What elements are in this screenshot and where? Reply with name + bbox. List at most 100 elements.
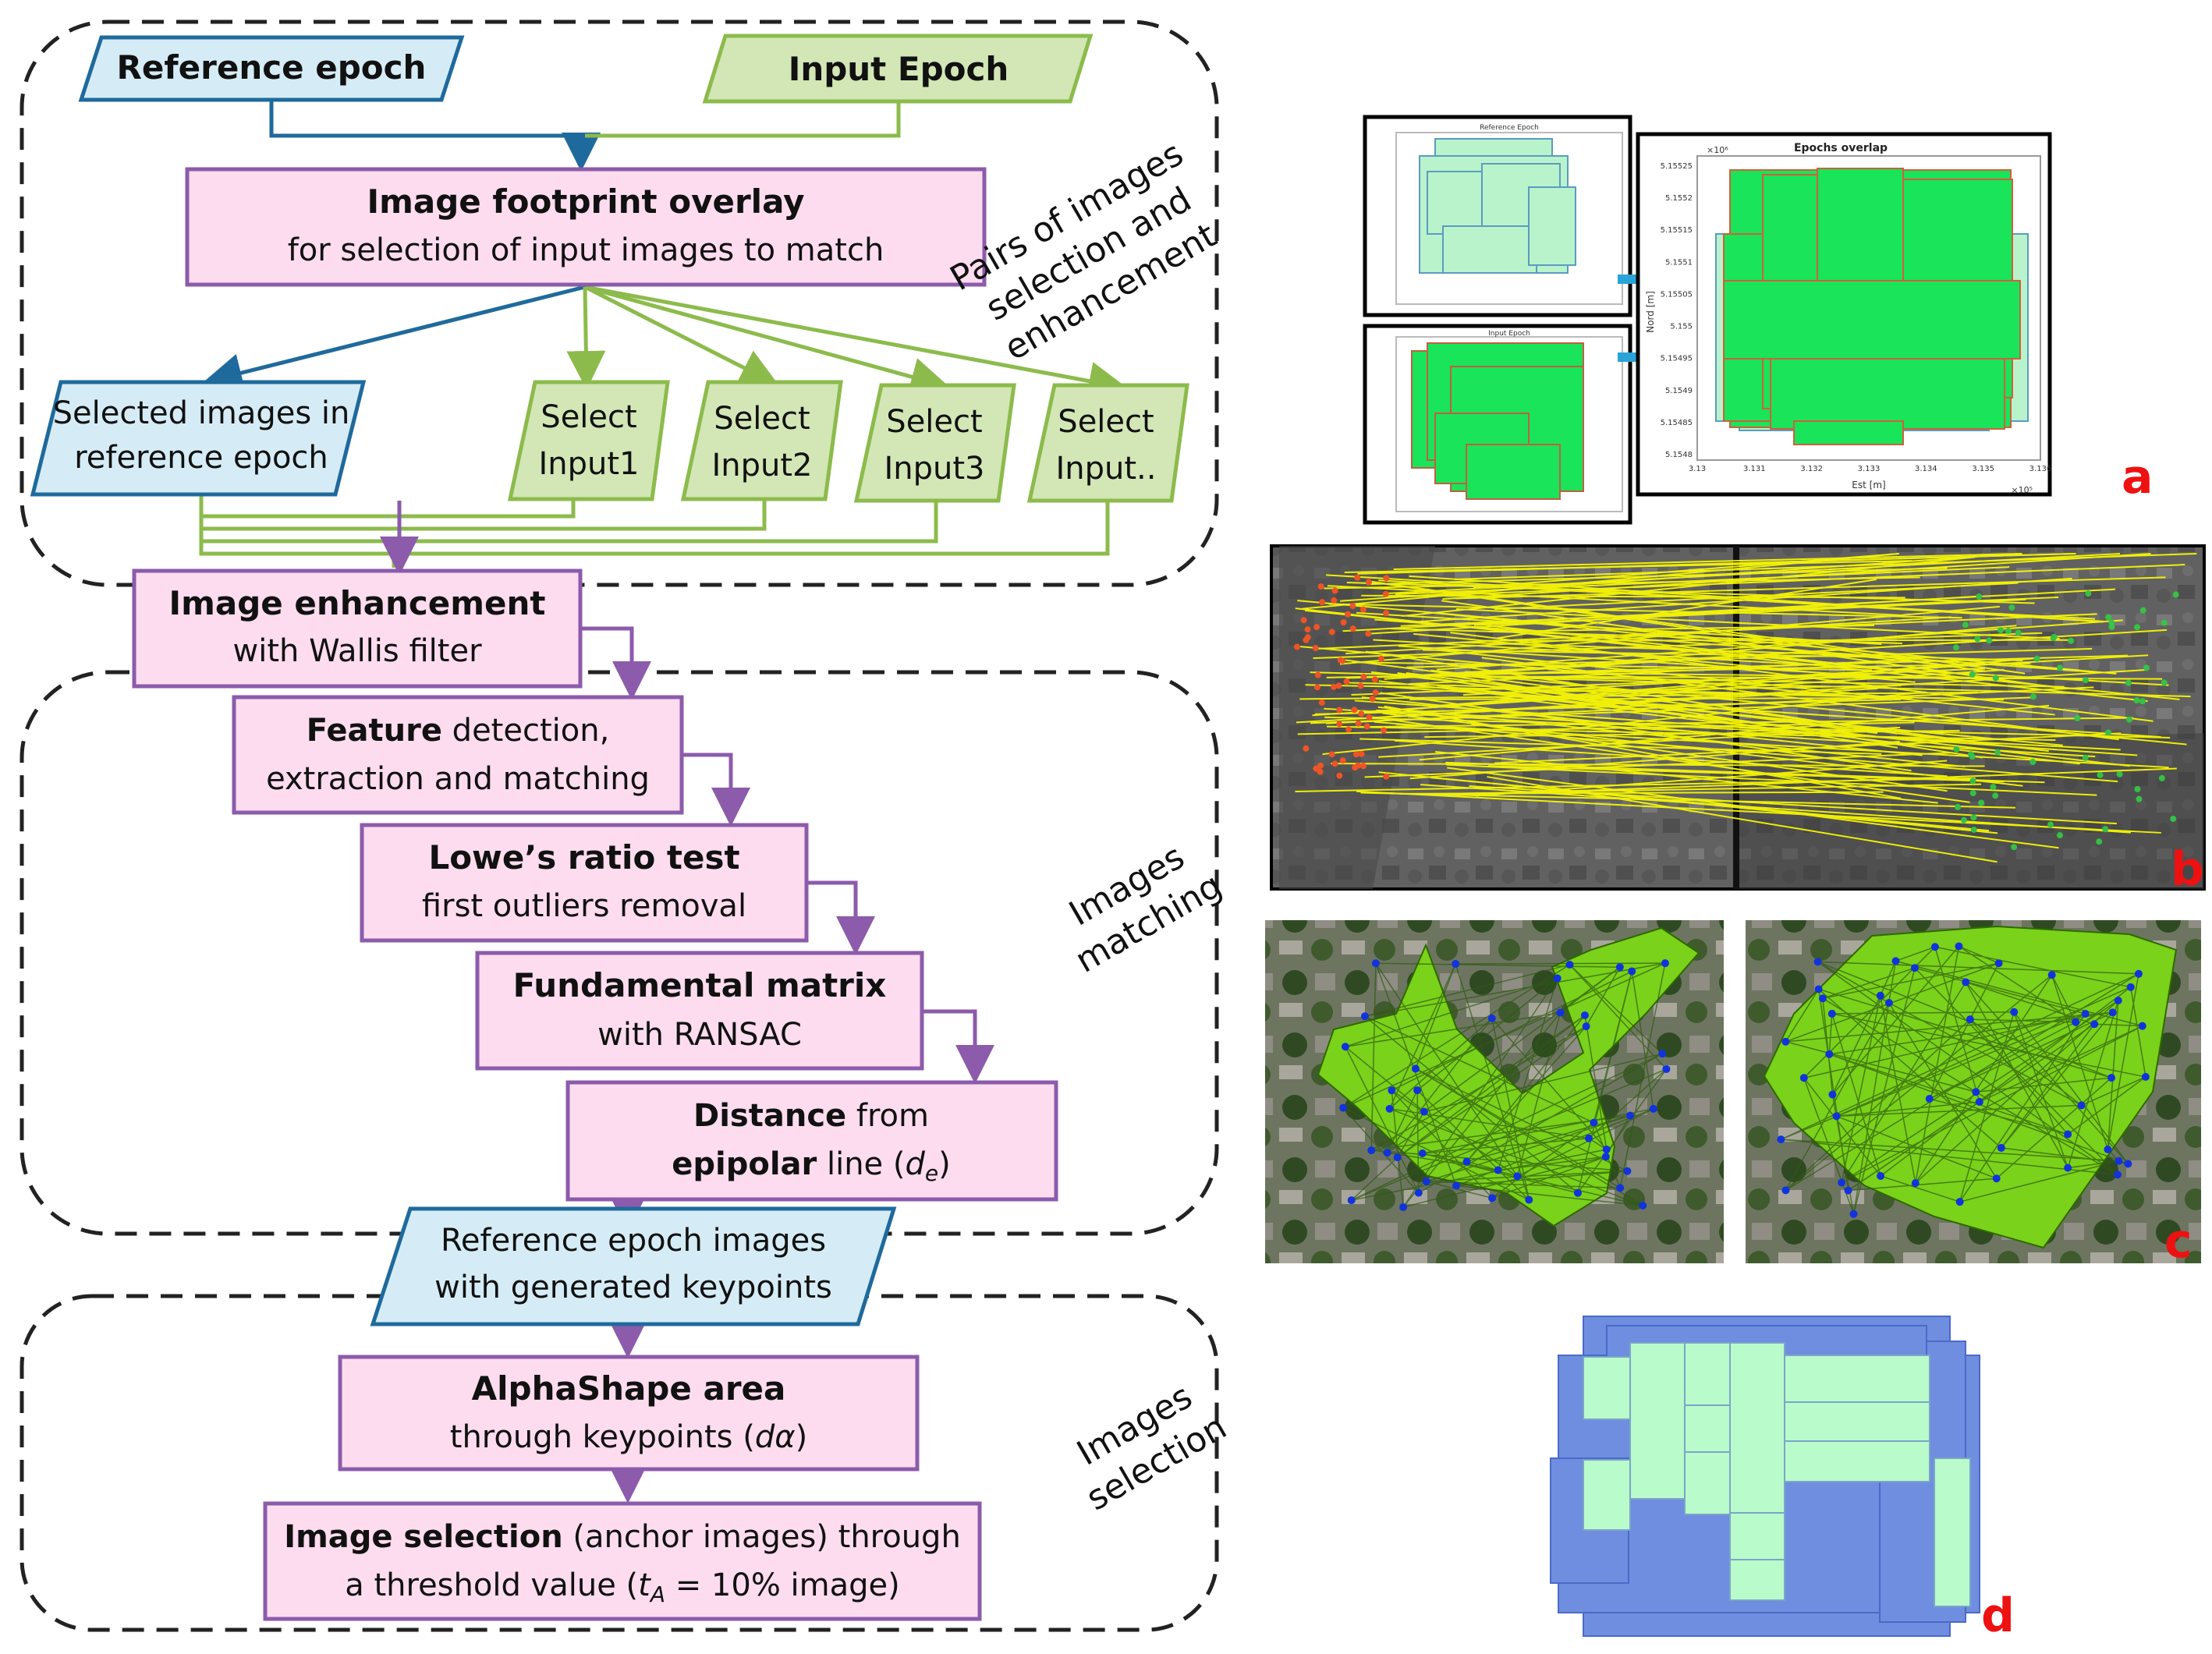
match-line xyxy=(1345,616,1951,655)
keypoint-dot xyxy=(1565,961,1574,969)
match-point-input xyxy=(2011,844,2018,851)
keypoint-dot xyxy=(1992,1174,2001,1183)
triangulation-edge xyxy=(1848,1178,1997,1192)
match-point-input xyxy=(2161,619,2168,626)
match-point-ref xyxy=(1352,751,1359,758)
keypoint-dot xyxy=(1876,991,1884,1000)
match-point-input xyxy=(1960,816,1967,823)
keypoint-dot xyxy=(1590,1118,1598,1127)
svg-text:×10⁶: ×10⁶ xyxy=(1707,145,1728,155)
triangulation-edge xyxy=(1822,962,1999,1000)
triangulation-edge xyxy=(1364,964,1570,1017)
triangulation-edge xyxy=(1569,964,1663,1054)
keypoint-dot xyxy=(1781,1186,1790,1195)
keypoint-dot xyxy=(1639,1202,1647,1210)
svg-text:Input3: Input3 xyxy=(884,451,984,487)
match-line xyxy=(1487,765,2005,783)
triangulation-edge xyxy=(1397,1025,1587,1158)
triangulation-edge xyxy=(1817,989,1849,1191)
triangulation-edge xyxy=(1969,1018,2068,1135)
match-line xyxy=(1328,603,1962,619)
triangulation-edge xyxy=(1888,1002,1998,1179)
bundle-lines xyxy=(199,494,1110,568)
keypoint-dot xyxy=(1625,1111,1634,1120)
match-line xyxy=(1376,709,2121,751)
triangulation-edge xyxy=(1388,963,1456,1110)
match-line xyxy=(1324,576,1920,590)
keypoint-dot xyxy=(1582,1022,1590,1031)
match-line xyxy=(1435,751,1938,804)
keypoint-dot xyxy=(1813,958,1822,966)
match-point-input xyxy=(2047,821,2054,828)
match-point-input xyxy=(2085,590,2092,597)
keypoint-dot xyxy=(1781,1037,1790,1046)
keypoint-dot xyxy=(2108,1008,2117,1017)
match-line xyxy=(1448,686,2063,746)
match-point-input xyxy=(1969,777,1976,784)
match-point-ref xyxy=(1344,611,1351,618)
triangulation-edge xyxy=(1370,1025,1586,1151)
triangulation-edge xyxy=(1497,978,1558,1171)
keypoint-dot xyxy=(1658,1050,1667,1058)
match-point-input xyxy=(1974,636,1981,643)
triangulation-edge xyxy=(2013,1011,2129,1164)
selected-ref-line1: Selected images in xyxy=(53,395,350,431)
input-epoch-node: Input Epoch xyxy=(702,34,1094,104)
svg-text:with RANSAC: with RANSAC xyxy=(597,1017,802,1053)
triangulation-edge xyxy=(1342,1107,1530,1201)
svg-text:Epochs overlap: Epochs overlap xyxy=(1794,142,1888,154)
keypoint-dot xyxy=(1585,1134,1593,1142)
match-point-ref xyxy=(1331,760,1338,767)
match-point-input xyxy=(1998,627,2005,634)
match-point-input xyxy=(2074,714,2081,721)
keypoint-dot xyxy=(1814,985,1823,993)
match-point-input xyxy=(2108,624,2115,631)
svg-text:Fundamental matrix: Fundamental matrix xyxy=(513,966,887,1004)
panel-letter-d: d xyxy=(1981,1588,2015,1643)
match-point-ref xyxy=(1293,643,1300,650)
triangulation-edge xyxy=(1929,962,2000,1100)
match-point-input xyxy=(2172,591,2179,598)
keypoint-dot xyxy=(1911,1179,1920,1188)
triangulation-edge xyxy=(1342,962,1666,1109)
triangulation-edge xyxy=(1880,961,1897,997)
match-line xyxy=(1384,705,1902,799)
keypoint-dot xyxy=(2077,1101,2086,1110)
match-line xyxy=(1384,639,1996,680)
panel-letter-a: a xyxy=(2122,450,2154,505)
triangulation-edge xyxy=(1831,1013,1881,1177)
match-point-ref xyxy=(1319,599,1326,606)
keypoint-dot xyxy=(1420,1107,1428,1116)
keypoint-dot xyxy=(1930,943,1939,951)
label-images-selection: Images selection xyxy=(1070,1376,1233,1518)
triangulation-edge xyxy=(1577,1068,1668,1194)
svg-text:AlphaShape area: AlphaShape area xyxy=(472,1369,786,1408)
keypoint-dot xyxy=(1339,1103,1348,1112)
match-point-input xyxy=(2161,679,2168,686)
match-point-ref xyxy=(1312,645,1319,652)
label-pairs-selection: Pairs of images selection and enhancemen… xyxy=(944,134,1223,369)
svg-text:Nord [m]: Nord [m] xyxy=(1645,291,1656,333)
keypoint-dot xyxy=(1385,1104,1394,1113)
match-line xyxy=(1437,649,2055,716)
overlap-y-tick-label: 5.15505 xyxy=(1661,290,1693,299)
keypoint-dot xyxy=(1367,1146,1376,1155)
match-point-input xyxy=(2139,698,2146,705)
match-point-ref xyxy=(1365,630,1372,637)
match-point-ref xyxy=(1318,699,1325,707)
overlap-x-tick-label: 3.134 xyxy=(1915,465,1937,473)
triangulation-edge xyxy=(1959,945,1999,964)
triangulation-edge xyxy=(1569,964,1667,1070)
triangulation-edge xyxy=(1397,1111,1425,1158)
match-line xyxy=(1372,671,1901,714)
match-point-ref xyxy=(1313,624,1320,631)
keypoint-dot xyxy=(2124,1160,2132,1168)
arrow-input-to-footprint xyxy=(585,103,901,138)
triangulation-edge xyxy=(1585,966,1621,1027)
match-point-ref xyxy=(1358,710,1365,717)
match-line xyxy=(1409,696,1913,700)
match-point-input xyxy=(2105,614,2112,621)
match-line xyxy=(1455,608,2060,640)
match-point-ref xyxy=(1377,655,1384,662)
keypoints-node: Reference epoch images with generated ke… xyxy=(370,1206,897,1326)
